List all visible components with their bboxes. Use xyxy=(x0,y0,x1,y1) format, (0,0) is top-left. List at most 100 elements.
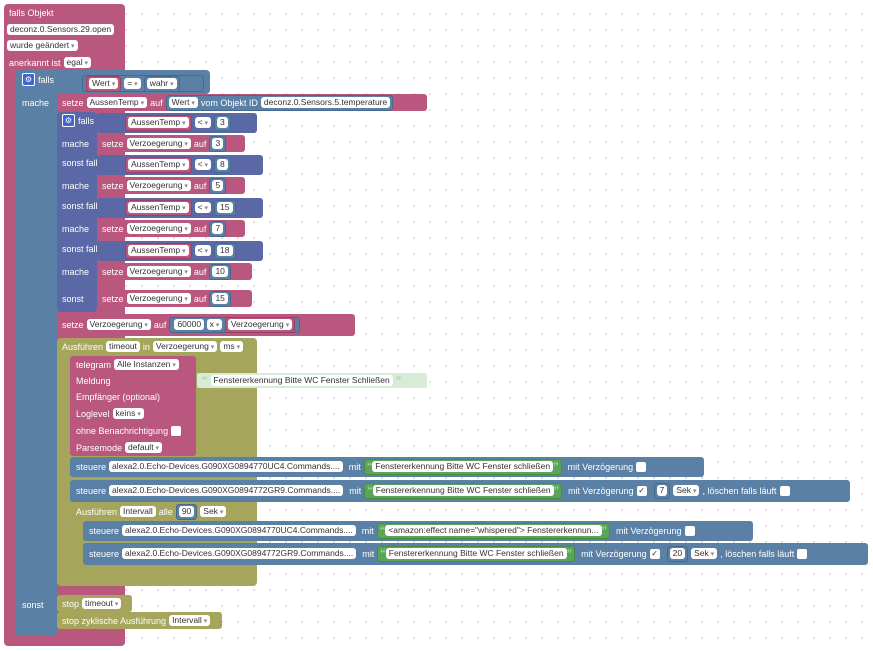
cond-var-dropdown[interactable]: AussenTemp xyxy=(128,117,189,128)
number-60000[interactable]: 60000 xyxy=(174,319,205,330)
cond-var-dropdown[interactable]: AussenTemp xyxy=(128,202,189,213)
delay-checkbox[interactable]: ✓ xyxy=(636,485,647,496)
lt-dropdown[interactable]: < xyxy=(194,202,212,213)
eq-dropdown[interactable]: = xyxy=(124,78,141,89)
steuere-label: steuere xyxy=(89,525,120,536)
object-id-chip[interactable]: deconz.0.Sensors.29.open xyxy=(7,24,115,35)
mit-label: mit xyxy=(348,461,361,472)
inner-falls-label: falls xyxy=(78,115,95,126)
delay-checkbox[interactable] xyxy=(636,461,647,472)
verz-var-dropdown[interactable]: Verzoegerung xyxy=(126,293,191,304)
ack-dropdown[interactable]: egal xyxy=(63,57,92,68)
wert-dropdown[interactable]: Wert xyxy=(89,78,119,89)
message-text[interactable]: Fenstererkennung Bitte WC Fenster Schlie… xyxy=(210,375,393,386)
steuere-label: steuere xyxy=(76,461,107,472)
telegram-block[interactable] xyxy=(70,356,196,456)
interval-unit-dropdown[interactable]: Sek xyxy=(200,506,227,517)
threshold-value[interactable]: 18 xyxy=(217,245,233,256)
case-value[interactable]: 10 xyxy=(212,266,228,277)
delay-var-dropdown[interactable]: Verzoegerung xyxy=(86,319,151,330)
verz-var-dropdown[interactable]: Verzoegerung xyxy=(126,266,191,277)
setze-label: setze xyxy=(102,266,124,277)
delay-amount[interactable]: 20 xyxy=(669,548,686,559)
unit-dropdown[interactable]: Sek xyxy=(691,548,718,559)
interval-name[interactable]: Intervall xyxy=(120,506,156,517)
threshold-value[interactable]: 8 xyxy=(217,159,228,170)
clear-label: , löschen falls läuft xyxy=(720,548,795,559)
setze-label: setze xyxy=(102,138,124,149)
loglevel-dropdown[interactable]: keins xyxy=(112,408,144,419)
setze-label: setze xyxy=(62,319,84,330)
aussentemp-var-dropdown[interactable]: AussenTemp xyxy=(86,97,148,108)
case-value[interactable]: 3 xyxy=(212,138,224,149)
say-text[interactable]: <amazon:effect name="whispered"> Fenster… xyxy=(385,525,602,536)
verz-var-dropdown[interactable]: Verzoegerung xyxy=(126,138,191,149)
delay-amount[interactable]: 7 xyxy=(656,485,668,496)
say-text[interactable]: Fenstererkennung Bitte WC Fenster schlie… xyxy=(385,548,567,559)
cond-var-dropdown[interactable]: AussenTemp xyxy=(128,159,189,170)
timeout-name[interactable]: timeout xyxy=(106,341,140,352)
say-text[interactable]: Fenstererkennung Bitte WC Fenster schlie… xyxy=(372,461,554,472)
stop-interval-label: stop zyklische Ausführung xyxy=(62,615,167,626)
mit-label: mit xyxy=(361,525,374,536)
empfaenger-label: Empfänger (optional) xyxy=(76,391,161,402)
delay-checkbox[interactable]: ✓ xyxy=(649,548,660,559)
case-mache-label: mache xyxy=(62,138,90,149)
gear-icon[interactable]: ⚙ xyxy=(62,114,75,127)
wahr-dropdown[interactable]: wahr xyxy=(146,78,177,89)
if-block[interactable] xyxy=(15,70,57,636)
quote-close-icon: ” xyxy=(553,460,559,473)
delay-checkbox[interactable] xyxy=(684,525,695,536)
ohne-checkbox[interactable] xyxy=(171,425,182,436)
cond-var-dropdown[interactable]: AussenTemp xyxy=(128,245,189,256)
interval-name-dropdown[interactable]: Intervall xyxy=(169,615,211,626)
ack-label: anerkannt ist xyxy=(9,57,61,68)
auf-label: auf xyxy=(153,319,167,330)
inner-if-block[interactable] xyxy=(57,112,97,312)
auf-label: auf xyxy=(150,97,163,108)
verz-var-dropdown[interactable]: Verzoegerung xyxy=(126,223,191,234)
clear-checkbox[interactable] xyxy=(797,548,808,559)
delay-var2-dropdown[interactable]: Verzoegerung xyxy=(227,319,293,330)
setze-label: setze xyxy=(102,293,124,304)
case-value[interactable]: 7 xyxy=(212,223,224,234)
target-chip[interactable]: alexa2.0.Echo-Devices.G090XG0894772GR9.C… xyxy=(122,548,357,559)
auf-label: auf xyxy=(193,180,207,191)
sonst-falls-label: sonst falls xyxy=(62,243,103,254)
verz-var-dropdown[interactable]: Verzoegerung xyxy=(126,180,191,191)
temperature-object-chip[interactable]: deconz.0.Sensors.5.temperature xyxy=(260,97,391,108)
gear-icon[interactable]: ⚙ xyxy=(22,73,35,86)
target-chip[interactable]: alexa2.0.Echo-Devices.G090XG0894770UC4.C… xyxy=(109,461,343,472)
ms-dropdown[interactable]: ms xyxy=(220,341,244,352)
lt-dropdown[interactable]: < xyxy=(194,159,212,170)
steuere-label: steuere xyxy=(89,548,120,559)
threshold-value[interactable]: 15 xyxy=(217,202,233,213)
lt-dropdown[interactable]: < xyxy=(194,245,212,256)
instances-dropdown[interactable]: Alle Instanzen xyxy=(114,359,179,370)
telegram-label: telegram xyxy=(76,359,112,370)
op-dropdown[interactable]: x xyxy=(206,319,223,330)
else-value[interactable]: 15 xyxy=(212,293,228,304)
sonst-falls-label: sonst falls xyxy=(62,157,103,168)
delay-label: mit Verzögerung xyxy=(568,485,634,496)
delay-label: mit Verzögerung xyxy=(616,525,682,536)
target-chip[interactable]: alexa2.0.Echo-Devices.G090XG0894772GR9.C… xyxy=(109,485,344,496)
trigger-title: falls Objekt xyxy=(9,7,54,18)
stop-name-dropdown[interactable]: timeout xyxy=(82,598,122,609)
parsemode-dropdown[interactable]: default xyxy=(125,442,163,453)
say-text[interactable]: Fenstererkennung Bitte WC Fenster schlie… xyxy=(372,485,554,496)
case-value[interactable]: 5 xyxy=(212,180,224,191)
condition-dropdown[interactable]: wurde geändert xyxy=(7,40,78,51)
setze-label: setze xyxy=(102,180,124,191)
auf-label: auf xyxy=(193,293,207,304)
timeout-var-dropdown[interactable]: Verzoegerung xyxy=(152,341,218,352)
quote-open-icon: “ xyxy=(366,460,373,473)
target-chip[interactable]: alexa2.0.Echo-Devices.G090XG0894770UC4.C… xyxy=(122,525,356,536)
threshold-value[interactable]: 3 xyxy=(217,117,228,128)
clear-checkbox[interactable] xyxy=(779,485,790,496)
interval-amount[interactable]: 90 xyxy=(178,506,195,517)
wert-obj-dropdown[interactable]: Wert xyxy=(168,97,198,108)
unit-dropdown[interactable]: Sek xyxy=(673,485,700,496)
lt-dropdown[interactable]: < xyxy=(194,117,212,128)
quote-close-icon: ” xyxy=(395,374,402,387)
